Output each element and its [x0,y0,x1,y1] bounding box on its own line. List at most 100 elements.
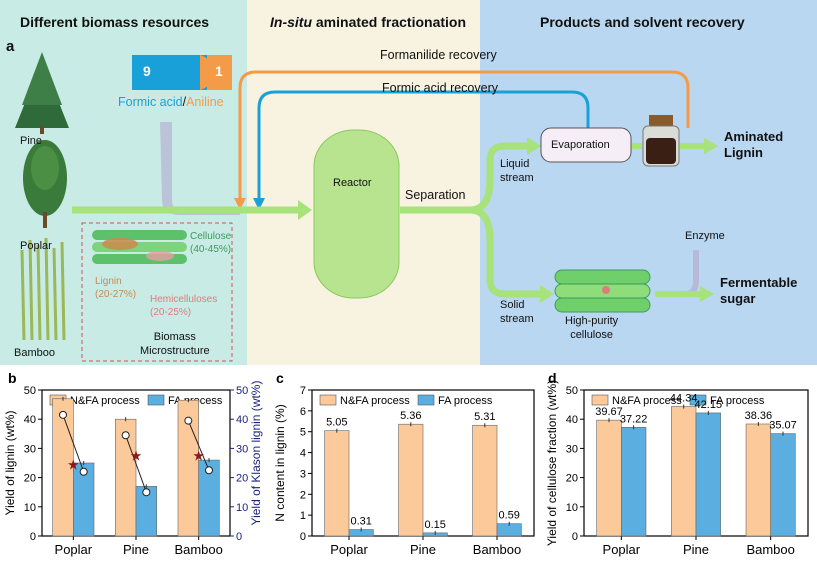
bar-1 [695,412,721,537]
in-situ-text: In-situ [270,14,312,30]
high-purity-line-2: cellulose [570,329,613,341]
solvent-slash: / [182,95,187,109]
legend-label-1: FA process [710,395,765,407]
legend-label-1: FA process [438,395,493,407]
process-schematic [15,52,718,362]
cellulose-line-1: Cellulose [190,231,232,242]
x-tick-label: Poplar [330,542,368,557]
klason-line [125,435,147,493]
star-marker: ★ [192,448,205,464]
legend-swatch-0 [591,394,609,406]
enzyme-arrow [660,250,699,297]
bar-1 [770,433,796,537]
bar-0 [324,430,350,537]
y2-tick-label: 0 [236,531,242,543]
enzyme-label: Enzyme [685,230,725,242]
lignin-line-2: (20-27%) [95,289,137,300]
y-tick-label: 30 [24,443,36,455]
formic-recovery-line [257,90,590,205]
separation-label: Separation [405,188,466,202]
bar-0 [671,406,697,537]
evaporation-label: Evaporation [551,139,610,151]
lignin-line-1: Lignin [95,276,122,287]
y-tick-label: 0 [30,531,36,543]
fermentable-line-1: Fermentable [720,275,798,290]
data-label-1: 35.07 [769,420,797,432]
aniline-label: Aniline [186,95,224,109]
bar-0 [745,423,771,537]
bamboo-icon [20,237,66,341]
y-axis-label: N content in lignin (%) [273,404,287,521]
data-label-0: 38.36 [745,410,773,422]
cellulose-fibre-icon [554,269,651,313]
panel-letter-a: a [6,38,15,55]
y-tick-label: 20 [566,473,578,485]
y-tick-label: 5 [300,427,306,439]
fermentable-line-2: sugar [720,291,756,306]
data-label-0: 5.36 [400,410,421,422]
y-tick-label: 50 [24,385,36,397]
section-title-fractionation: In-situ aminated fractionation [270,14,466,30]
microfibril-icon [92,230,187,264]
x-tick-label: Pine [123,542,149,557]
legend-swatch-1 [417,394,435,406]
pine-tree-icon [15,52,69,134]
bar-1 [621,427,647,537]
reactor-label: Reactor [333,177,372,189]
y2-tick-label: 10 [236,502,248,514]
y-tick-label: 40 [566,414,578,426]
y2-tick-label: 30 [236,443,248,455]
y-axis-label: Yield of cellulose fraction (wt%) [545,380,559,546]
data-label-1: 0.15 [424,519,445,531]
aminated-line-2: Lignin [724,145,763,160]
klason-marker [142,488,151,497]
legend-label-0: N&FA process [70,395,140,407]
formanilide-recovery-line [238,70,690,205]
bar-0 [596,419,622,537]
solid-line-1: Solid [500,299,525,311]
klason-line [187,420,210,471]
x-tick-label: Bamboo [473,542,521,557]
ratio-formic-value: 9 [143,63,151,79]
klason-marker [79,467,88,476]
y-axis-label: Yield of lignin (wt%) [3,411,17,516]
y-tick-label: 10 [24,502,36,514]
y-tick-label: 10 [566,502,578,514]
panel-letter-d: d [548,370,557,386]
legend-label-0: N&FA process [340,395,410,407]
hemicellulose-label: Hemicelluloses(20-25%) [150,293,217,319]
high-purity-label: High-purity cellulose [565,314,618,342]
evaporation-box [540,127,632,163]
star-marker: ★ [130,448,143,464]
formic-acid-ratio-block [132,55,207,90]
y-tick-label: 40 [24,414,36,426]
y-tick-label: 3 [300,468,306,480]
aminated-line-1: Aminated [724,129,784,144]
y-tick-label: 2 [300,489,306,501]
aminated-fractionation-text: aminated fractionation [312,14,467,30]
data-label-0: 39.67 [595,406,623,418]
x-tick-label: Bamboo [746,542,794,557]
section-title-biomass: Different biomass resources [20,14,210,30]
klason-marker [121,431,130,440]
hemi-line-1: Hemicelluloses [150,294,218,305]
pine-label: Pine [20,135,43,147]
klason-marker [205,466,214,475]
poplar-tree-icon [23,140,67,228]
chart-d-cellulose-yield: d 0 10 20 30 40 50 Yield of cellulose fraction … [545,370,809,557]
y-tick-label: 0 [572,531,578,543]
formic-acid-label: Formic acid [118,95,183,109]
y-tick-label: 30 [566,443,578,455]
high-purity-line-1: High-purity [565,315,619,327]
solvent-feed-arrow [160,122,240,215]
legend-label-0: N&FA process [612,395,682,407]
y-tick-label: 50 [566,385,578,397]
microstructure-line-2: Microstructure [140,345,210,357]
y2-tick-label: 20 [236,473,248,485]
y-tick-label: 1 [300,510,306,522]
y-tick-label: 7 [300,385,306,397]
data-label-1: 42.15 [695,399,723,411]
